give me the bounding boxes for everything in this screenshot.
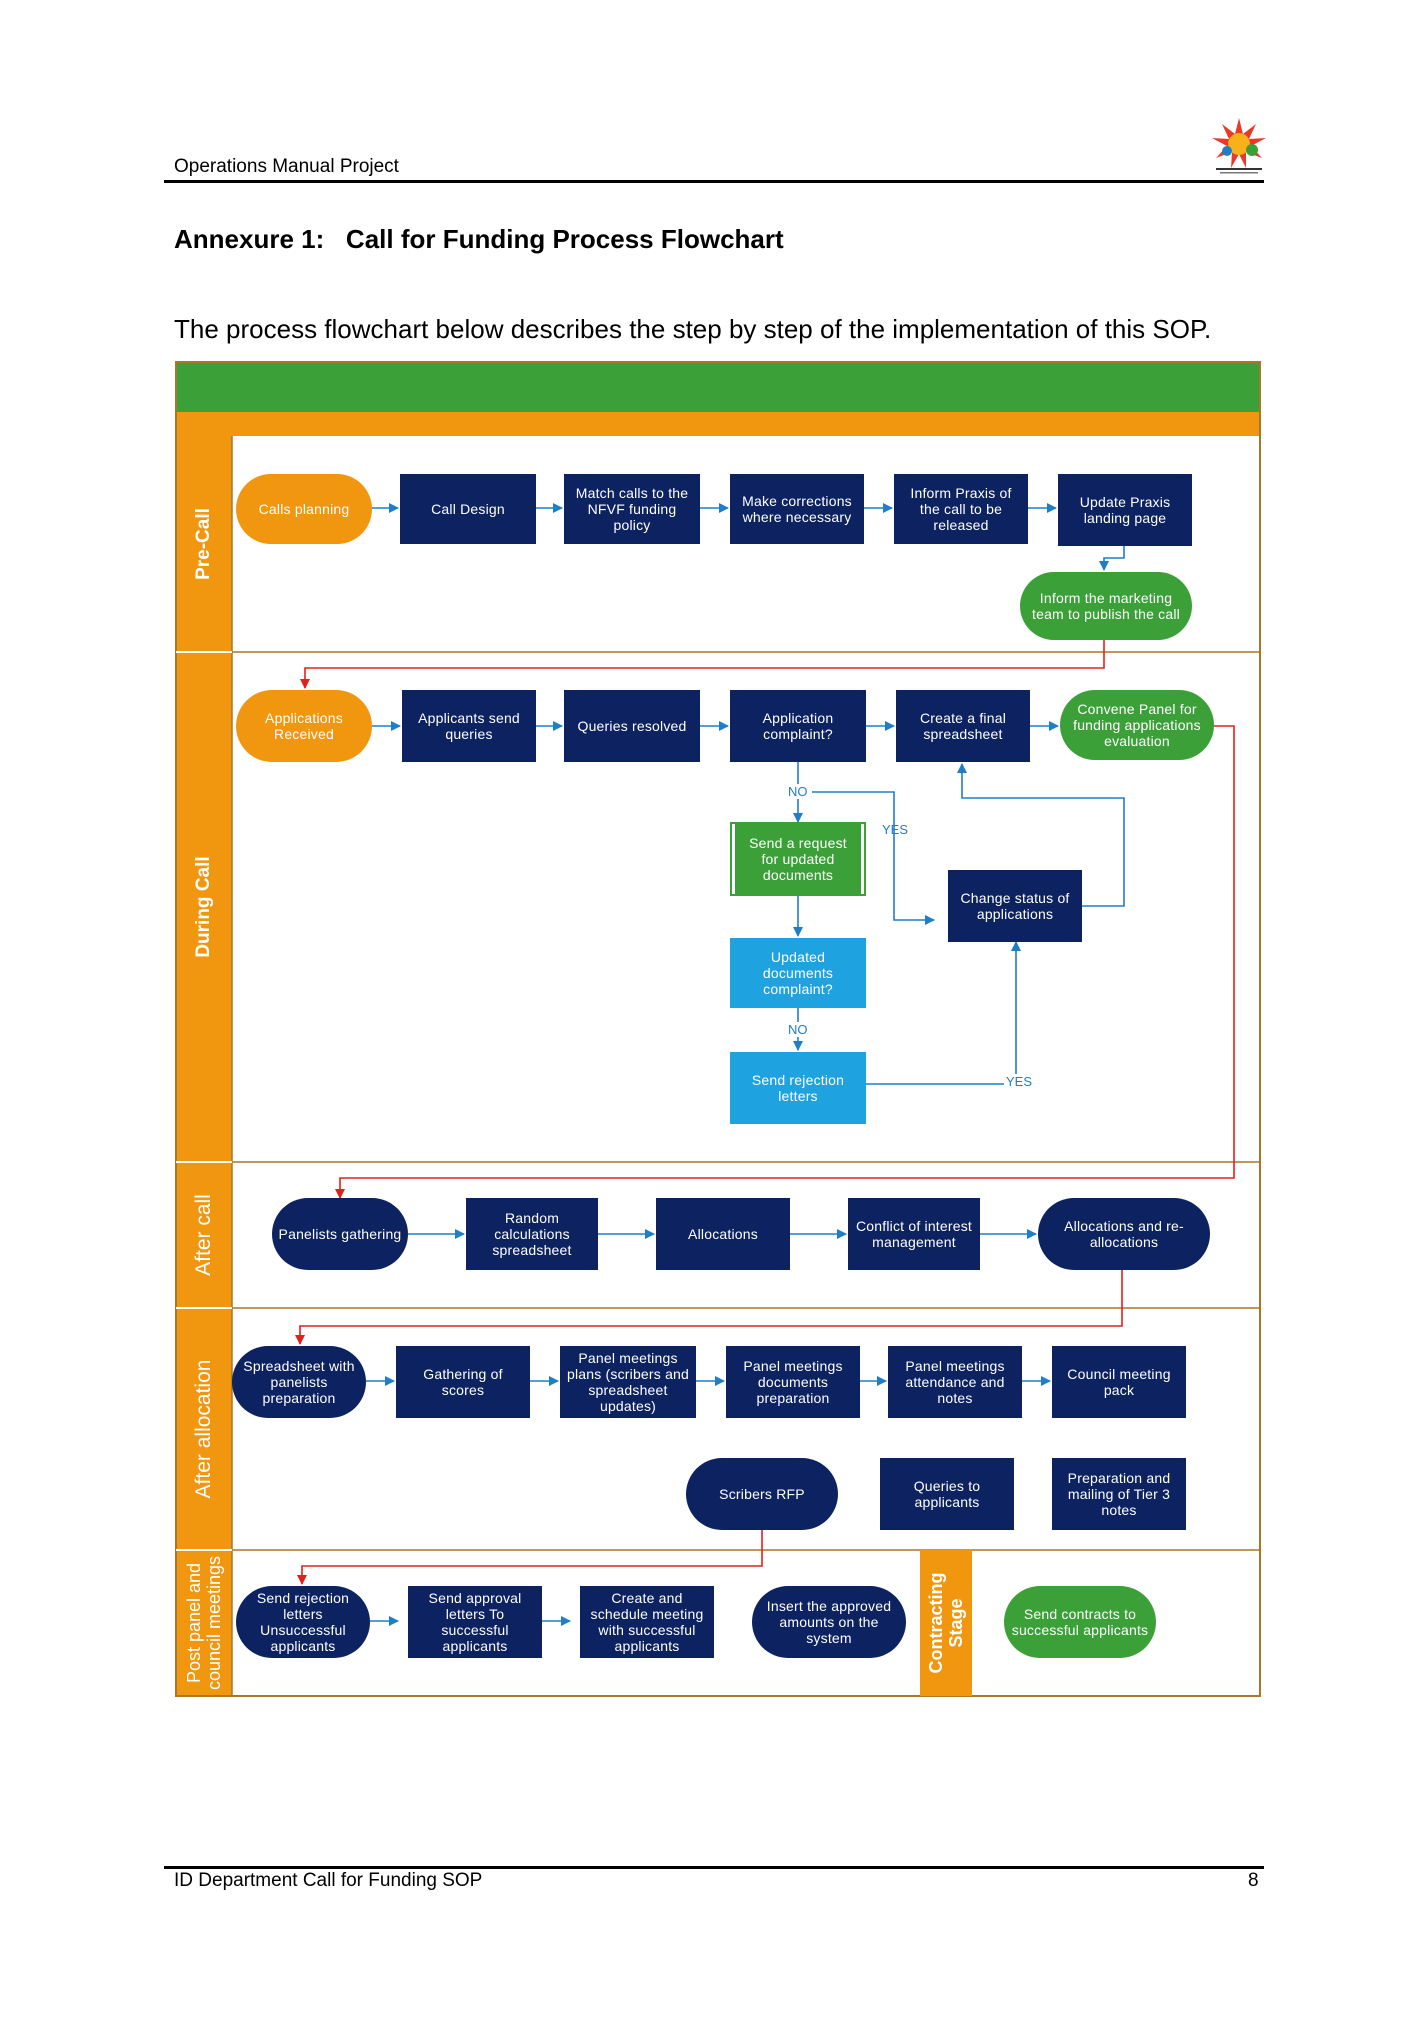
node-random-calculations: Random calculations spreadsheet	[466, 1198, 598, 1270]
node-convene-panel: Convene Panel for funding applications e…	[1060, 690, 1214, 760]
node-application-complaint: Application complaint?	[730, 690, 866, 762]
node-panelists-gathering: Panelists gathering	[272, 1198, 408, 1270]
intro-text: The process flowchart below describes th…	[174, 314, 1212, 344]
arrow-rejection-status	[866, 941, 1021, 1085]
node-send-contracts: Send contracts to successful applicants	[1004, 1586, 1156, 1658]
label-no-1: NO	[786, 784, 810, 799]
arrow-marketing-received	[300, 640, 1105, 689]
lane-after-call: After call	[192, 1194, 215, 1276]
node-send-rejection-unsuccessful: Send rejection letters Unsuccessful appl…	[236, 1586, 370, 1658]
node-updated-documents: Updated documents complaint?	[730, 938, 866, 1008]
arrow-reallocations-spreadsheet	[295, 1270, 1123, 1345]
node-council-pack: Council meeting pack	[1052, 1346, 1186, 1418]
node-change-status: Change status of applications	[948, 870, 1082, 942]
page-title: Annexure 1: Call for Funding Process Flo…	[174, 224, 784, 254]
node-match-calls: Match calls to the NFVF funding policy	[564, 474, 700, 544]
node-inform-praxis: Inform Praxis of the call to be released	[894, 474, 1028, 544]
lane-pre-call: Pre-Call	[193, 508, 214, 580]
node-allocations: Allocations	[656, 1198, 790, 1270]
node-create-final-spreadsheet: Create a final spreadsheet	[896, 690, 1030, 762]
node-panel-documents: Panel meetings documents preparation	[726, 1346, 860, 1418]
node-scribers-rfp: Scribers RFP	[686, 1458, 838, 1530]
lane-during-call: During Call	[193, 856, 214, 958]
node-applications-received: Applications Received	[236, 690, 372, 762]
node-queries-resolved: Queries resolved	[564, 690, 700, 762]
footer-page-number: 8	[1248, 1870, 1259, 1891]
node-panel-plans: Panel meetings plans (scribers and sprea…	[560, 1346, 696, 1418]
node-allocations-re: Allocations and re-allocations	[1038, 1198, 1210, 1270]
node-send-request: Send a request for updated documents	[730, 822, 866, 896]
footer-doc: ID Department Call for Funding SOP	[174, 1870, 483, 1891]
node-applicants-send-queries: Applicants send queries	[402, 690, 536, 762]
lane-post-panel: Post panel and council meetings	[184, 1555, 224, 1691]
flowchart-header-green	[176, 362, 1260, 412]
arrow-scribers-rejection	[297, 1530, 763, 1585]
node-update-praxis: Update Praxis landing page	[1058, 474, 1192, 546]
node-insert-amounts: Insert the approved amounts on the syste…	[752, 1586, 906, 1658]
header-project: Operations Manual Project	[174, 156, 399, 177]
node-prep-tier3: Preparation and mailing of Tier 3 notes	[1052, 1458, 1186, 1530]
arrow-status-final	[957, 763, 1125, 907]
label-no-2: NO	[786, 1022, 810, 1037]
header-rule	[164, 180, 1264, 183]
footer-rule	[164, 1866, 1264, 1869]
contracting-stage-bar	[920, 1550, 972, 1696]
flowchart-header-orange	[176, 412, 1260, 436]
flowchart-frame	[175, 361, 1261, 1697]
label-yes-1: YES	[882, 822, 909, 837]
lane-label-column	[176, 436, 232, 1696]
label-yes-2: YES	[1004, 1074, 1035, 1089]
nfvf-logo	[1206, 112, 1272, 178]
node-call-design: Call Design	[400, 474, 536, 544]
contracting-stage-label: Contracting Stage	[926, 1572, 966, 1674]
node-queries-applicants: Queries to applicants	[880, 1458, 1014, 1530]
node-gathering-scores: Gathering of scores	[396, 1346, 530, 1418]
arrow-update-marketing	[1099, 546, 1125, 571]
node-panel-attendance: Panel meetings attendance and notes	[888, 1346, 1022, 1418]
lane-after-allocation: After allocation	[192, 1359, 215, 1499]
node-send-rejection-letters: Send rejection letters	[730, 1052, 866, 1124]
node-make-corrections: Make corrections where necessary	[730, 474, 864, 544]
arrow-complaint-status	[812, 791, 935, 925]
arrow-convene-panelists	[335, 725, 1235, 1199]
node-inform-marketing: Inform the marketing team to publish the…	[1020, 572, 1192, 640]
node-send-approval: Send approval letters To successful appl…	[408, 1586, 542, 1658]
node-conflict-of-interest: Conflict of interest management	[848, 1198, 980, 1270]
node-spreadsheet-panelists: Spreadsheet with panelists preparation	[232, 1346, 366, 1418]
node-create-schedule: Create and schedule meeting with success…	[580, 1586, 714, 1658]
node-calls-planning: Calls planning	[236, 474, 372, 544]
